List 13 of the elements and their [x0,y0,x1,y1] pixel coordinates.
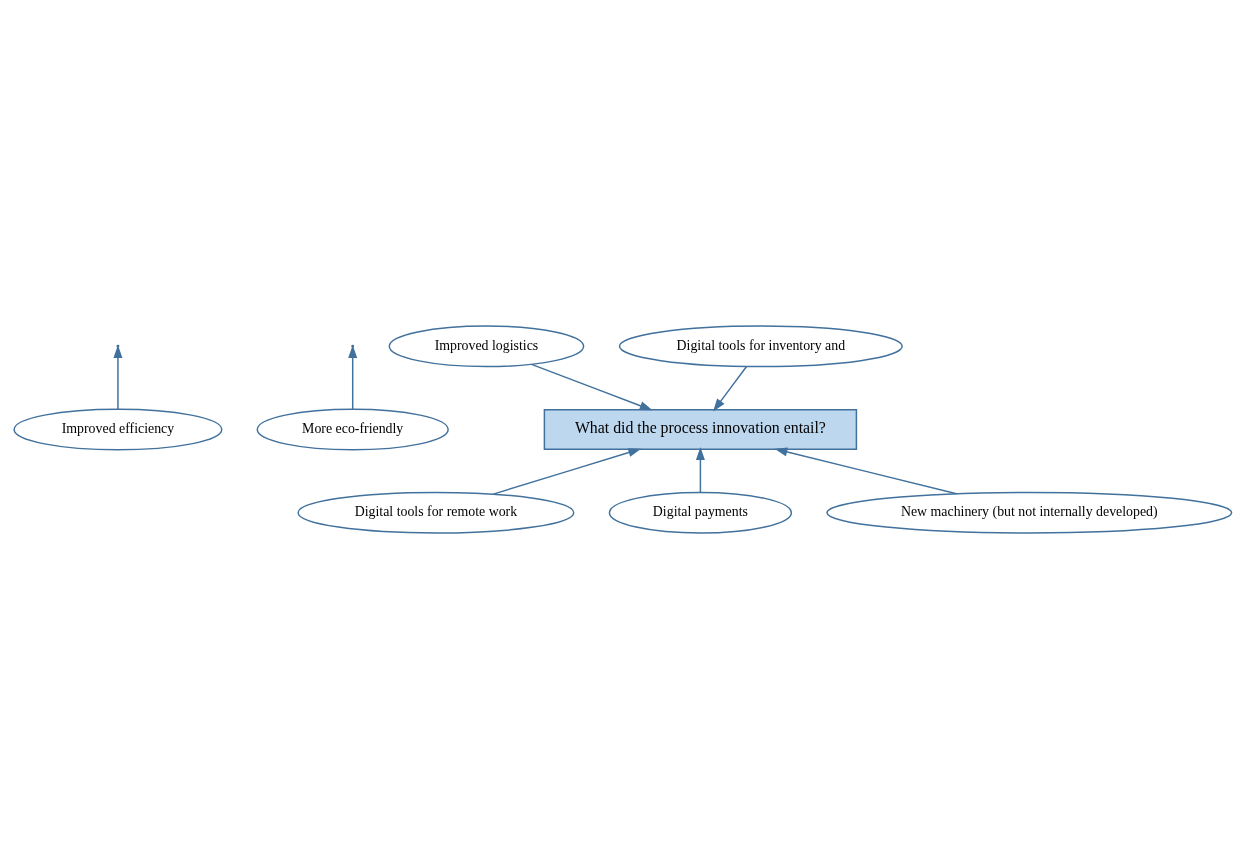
node-ellipse: Digital tools for inventory and [618,324,903,367]
node-ellipse: Digital payments [608,491,793,534]
arrow [492,447,642,495]
node-ellipse: Improved efficiency [13,407,223,451]
arrow [530,363,653,410]
arrow [713,365,748,411]
arrow [774,447,958,494]
node-ellipse: More eco-friendly [256,407,449,451]
node-box: What did the process innovation entail? [543,408,858,450]
arrow [695,446,705,493]
node-ellipse: Digital tools for remote work [297,491,575,534]
node-ellipse: Improved logistics [388,324,585,367]
node-ellipse: New machinery (but not internally developed) [826,491,1233,534]
